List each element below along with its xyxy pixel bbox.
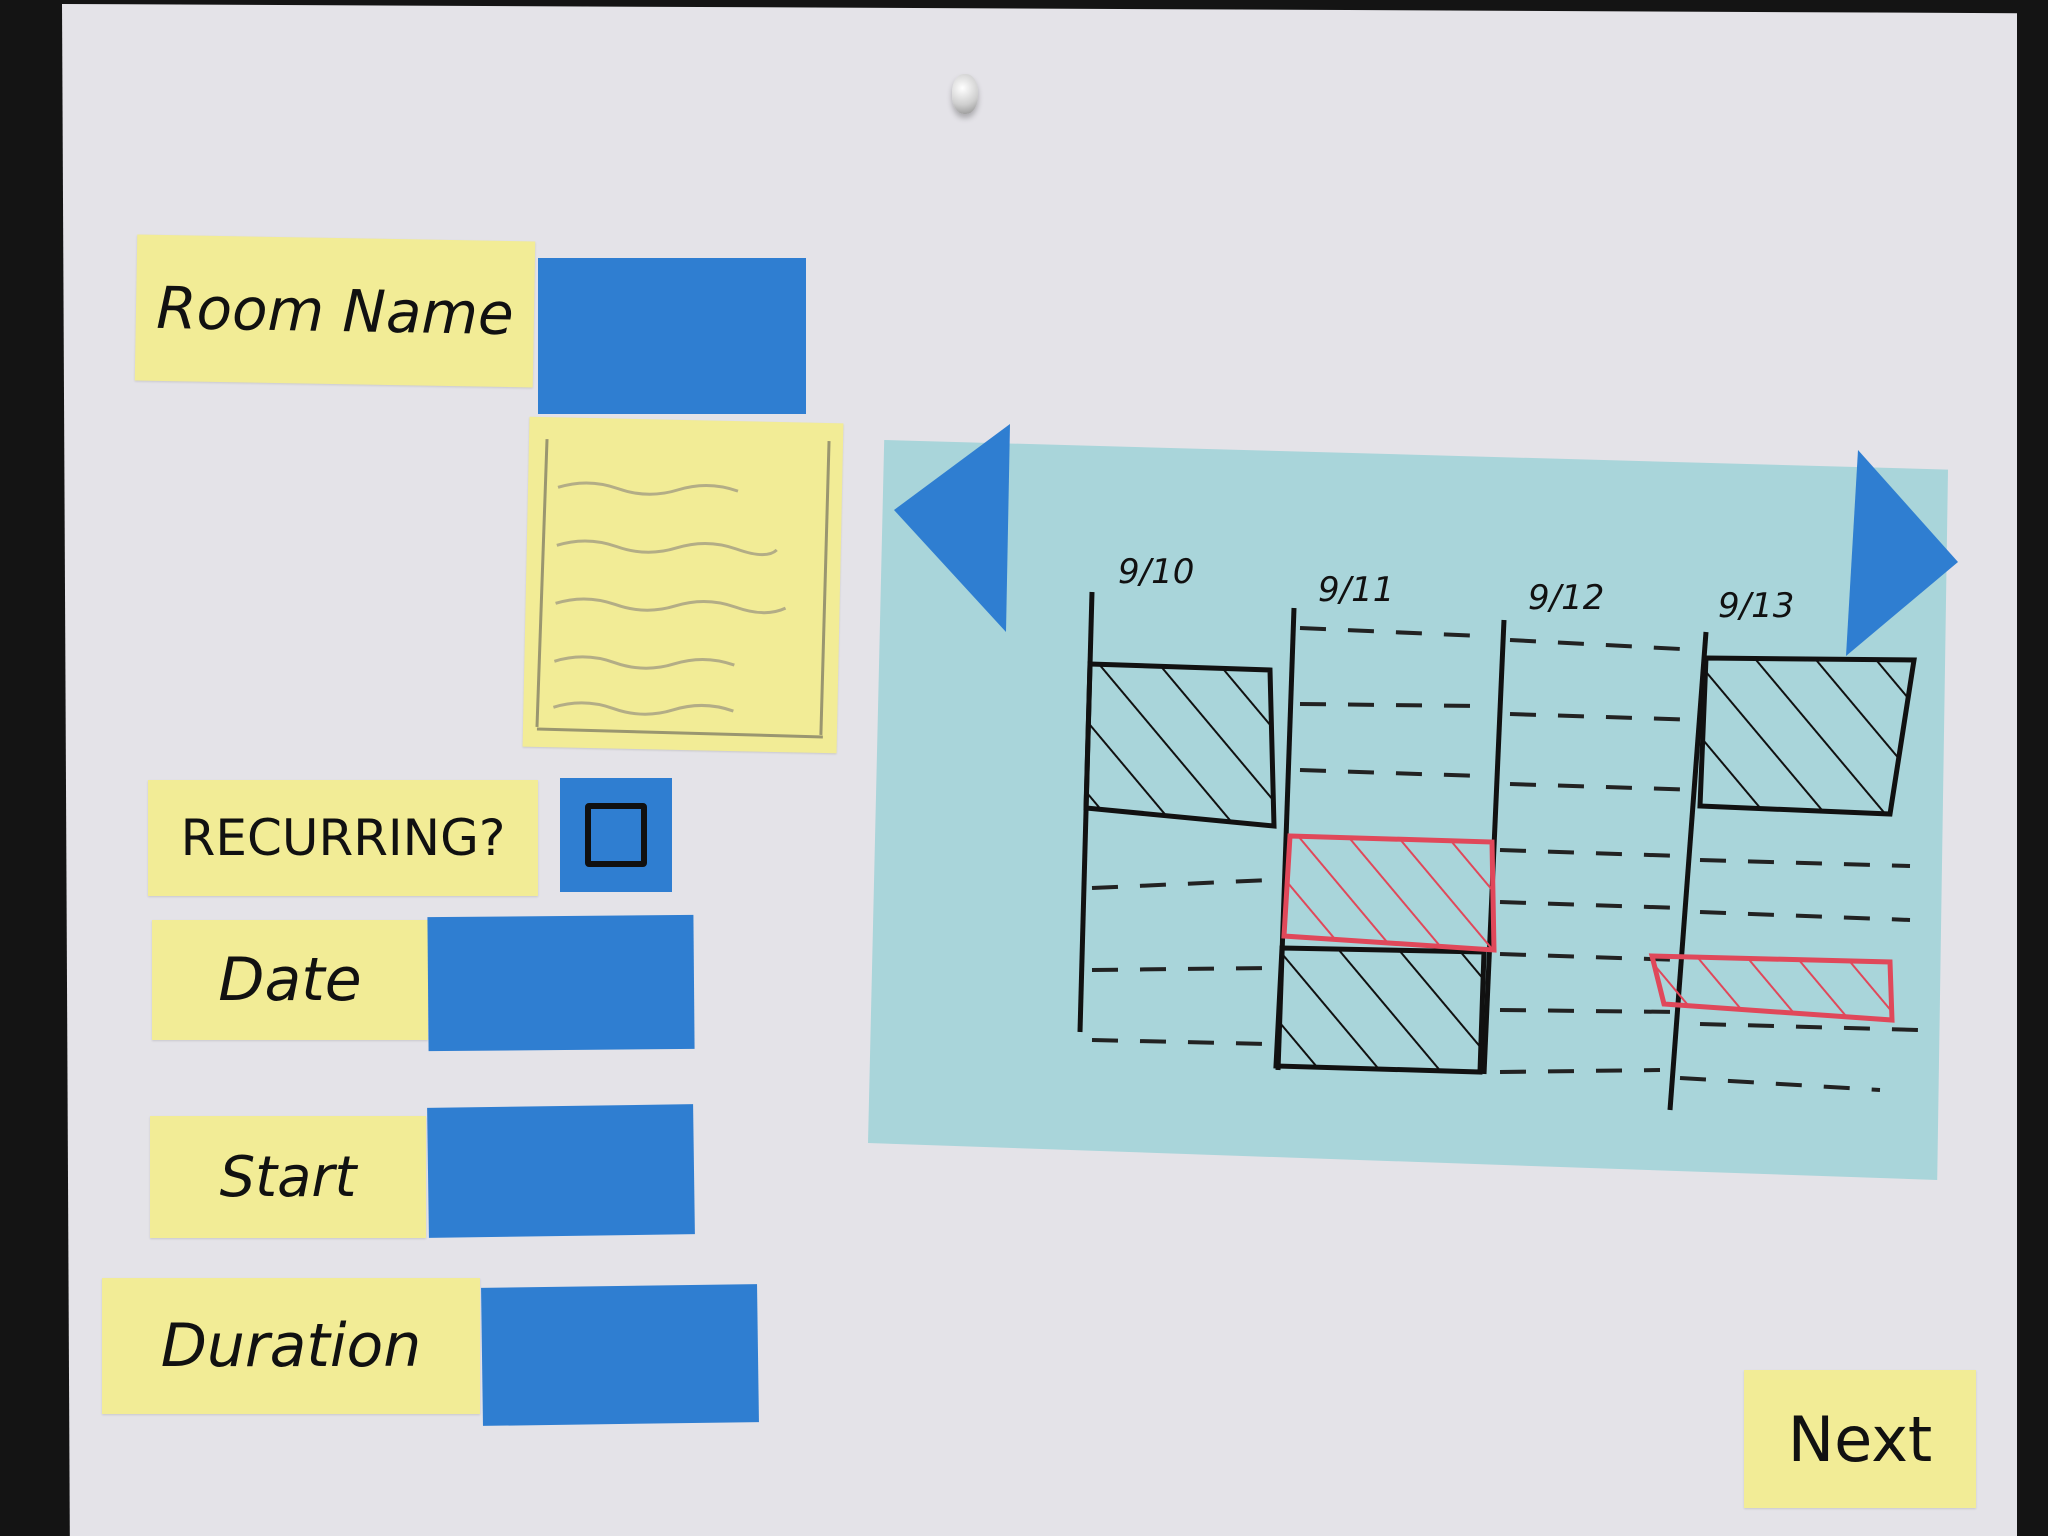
room-notes-field[interactable] [522, 416, 844, 754]
booked-slot [1697, 655, 1917, 817]
prev-week-arrow-icon[interactable] [894, 424, 1010, 632]
date-label: Date [152, 920, 428, 1040]
start-label: Start [150, 1116, 426, 1238]
checkbox-square-icon [585, 803, 647, 867]
calendar-date-label: 9/10 [1118, 552, 1195, 592]
room-name-input[interactable] [538, 258, 806, 414]
calendar-date-label: 9/13 [1718, 586, 1795, 626]
selected-slot[interactable] [1281, 833, 1497, 953]
hour-lines [1091, 626, 1921, 1092]
day-divider [1077, 591, 1095, 1033]
booked-slot [1083, 661, 1277, 829]
calendar-date-label: 9/11 [1318, 570, 1395, 610]
recurring-checkbox[interactable] [560, 778, 672, 892]
next-week-arrow-icon[interactable] [1846, 450, 1958, 656]
next-button[interactable]: Next [1744, 1370, 1976, 1508]
selected-slot[interactable] [1648, 953, 1895, 1023]
recurring-label: RECURRING? [148, 780, 538, 896]
notes-scribble-lines [535, 439, 831, 739]
day-divider [1667, 631, 1709, 1111]
pushpin [952, 74, 978, 114]
duration-label: Duration [102, 1278, 480, 1414]
booked-slot [1273, 945, 1487, 1075]
calendar-date-label: 9/12 [1528, 578, 1605, 618]
